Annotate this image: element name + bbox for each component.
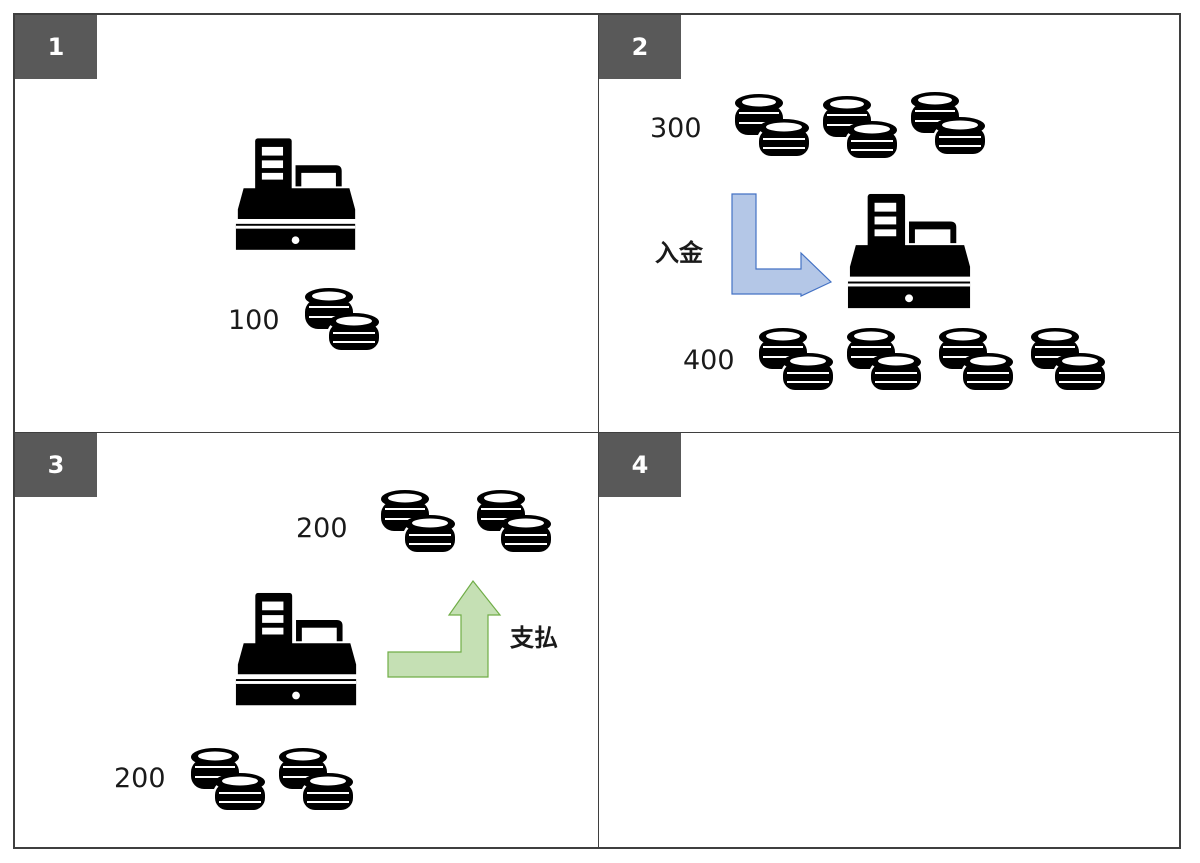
payment-arrow-icon bbox=[387, 579, 502, 678]
balance-amount: 400 bbox=[683, 345, 735, 376]
cash-register-icon bbox=[234, 136, 359, 254]
coin-stack-icon bbox=[937, 327, 1017, 393]
balance-amount: 200 bbox=[114, 763, 166, 794]
cash-register-icon bbox=[234, 591, 360, 709]
comic-grid: 1 100 2 300 入金 400 3 200 支払 200 bbox=[13, 13, 1181, 849]
deposit-arrow-icon bbox=[731, 193, 833, 297]
coin-stack-icon bbox=[189, 747, 269, 813]
coin-stack-icon bbox=[845, 327, 925, 393]
coin-stack-icon bbox=[909, 91, 989, 157]
coin-stack-icon bbox=[277, 747, 357, 813]
deposit-label: 入金 bbox=[655, 239, 703, 267]
coin-stack-icon bbox=[475, 489, 555, 555]
panel-1: 1 100 bbox=[15, 15, 599, 433]
coin-stack-icon bbox=[733, 93, 813, 159]
panel-number-badge: 3 bbox=[15, 433, 97, 497]
cash-register-icon bbox=[846, 193, 974, 311]
panel-number-badge: 4 bbox=[599, 433, 681, 497]
panel-2: 2 300 入金 400 bbox=[599, 15, 1179, 433]
payment-label: 支払 bbox=[510, 624, 558, 652]
coin-stack-icon bbox=[379, 489, 459, 555]
panel-number-badge: 1 bbox=[15, 15, 97, 79]
panel-4: 4 bbox=[599, 433, 1179, 847]
coin-stack-icon bbox=[821, 95, 901, 161]
panel-3: 3 200 支払 200 bbox=[15, 433, 599, 847]
coin-stack-icon bbox=[757, 327, 837, 393]
panel-number-badge: 2 bbox=[599, 15, 681, 79]
cash-amount: 100 bbox=[228, 305, 280, 336]
coin-stack-icon bbox=[303, 287, 383, 353]
deposit-amount: 300 bbox=[650, 113, 702, 144]
payment-amount: 200 bbox=[296, 513, 348, 544]
coin-stack-icon bbox=[1029, 327, 1109, 393]
